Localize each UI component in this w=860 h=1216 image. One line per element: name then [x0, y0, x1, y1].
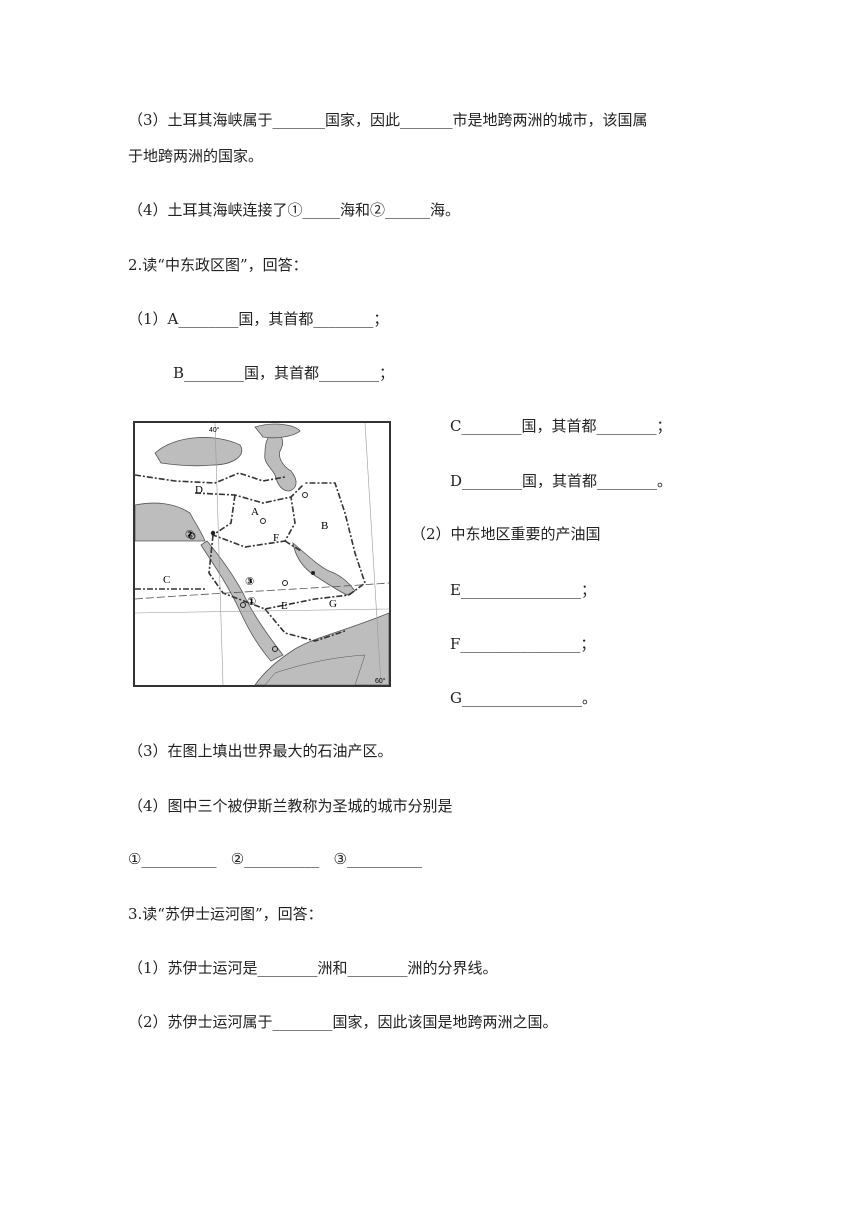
- red-sea: [200, 540, 284, 662]
- city-1-label: ①: [247, 595, 256, 608]
- city-2-label: ②: [185, 528, 194, 541]
- q1-3-line2: 于地跨两洲的国家。: [128, 147, 264, 165]
- q2-title: 2.读“中东政区图”，回答：: [128, 256, 308, 274]
- caspian-sea: [264, 432, 297, 492]
- gulf-of-aden: [264, 654, 366, 685]
- q1-3-line1: （3）土耳其海峡属于_______国家，因此_______市是地跨两洲的城市，该…: [128, 111, 648, 129]
- lon-60-label: 60°: [375, 677, 386, 685]
- q2-2-f: F________________；: [450, 635, 596, 653]
- q3-1: （1）苏伊士运河是________洲和________洲的分界线。: [128, 959, 498, 977]
- q2-1-d: D________国，其首都________。: [450, 472, 673, 490]
- black-sea: [154, 437, 243, 467]
- q2-4: （4）图中三个被伊斯兰教称为圣城的城市分别是: [128, 797, 453, 815]
- q3-title: 3.读“苏伊士运河图”，回答：: [128, 905, 323, 923]
- north-caspian: [254, 423, 301, 439]
- q2-1-a: （1）A________国，其首都________；: [128, 310, 389, 328]
- label-d: D: [195, 484, 203, 496]
- q2-2: （2）中东地区重要的产油国: [411, 525, 601, 543]
- q2-1-b: B________国，其首都________；: [173, 364, 395, 382]
- middle-east-map: D B A F C E G ② ③ ① 40° 60°: [133, 421, 391, 687]
- label-e: E: [281, 600, 288, 612]
- label-b: B: [321, 520, 328, 532]
- city-3-label: ③: [245, 575, 254, 588]
- country-borders: [135, 472, 366, 642]
- q1-4: （4）土耳其海峡连接了①_____海和②______海。: [128, 201, 461, 219]
- lon-40-label: 40°: [209, 426, 220, 434]
- mediterranean-sea: [135, 502, 206, 542]
- label-a: A: [251, 506, 259, 518]
- q2-3: （3）在图上填出世界最大的石油产区。: [128, 742, 393, 760]
- label-f: F: [273, 532, 279, 544]
- label-g: G: [329, 598, 337, 610]
- q2-2-g: G________________。: [450, 689, 597, 707]
- graticule: [135, 423, 389, 685]
- label-c: C: [163, 574, 170, 586]
- lat-line: [135, 582, 389, 600]
- q3-2: （2）苏伊士运河属于________国家，因此该国是地跨两洲之国。: [128, 1013, 558, 1031]
- q2-4-blanks: ①__________ ②__________ ③__________: [128, 850, 422, 868]
- q2-1-c: C________国，其首都________；: [450, 417, 672, 435]
- q2-2-e: E________________；: [450, 581, 596, 599]
